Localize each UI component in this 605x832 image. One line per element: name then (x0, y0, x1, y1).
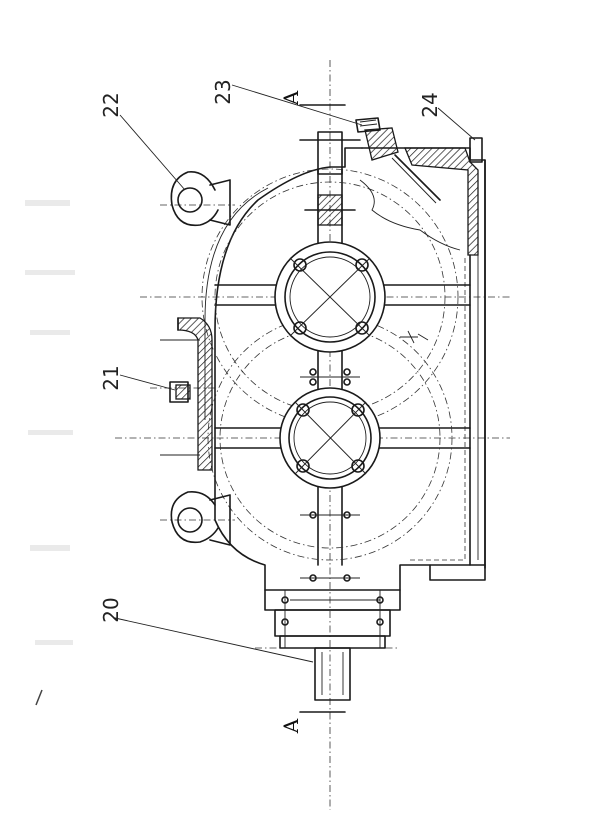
oil-level-symbol (400, 330, 429, 344)
lifting-eye-lower (170, 490, 231, 546)
part-label-21: 21 (99, 365, 123, 390)
oil-fill-section (355, 117, 483, 256)
section-markers: A A (279, 90, 346, 734)
part-label-23: 23 (211, 79, 235, 104)
bearing-cover-upper (274, 241, 386, 353)
section-mark-bottom: A (279, 718, 303, 734)
lifting-eye-upper (170, 171, 231, 227)
bearing-cover-lower (279, 387, 381, 489)
section-mark-top: A (279, 90, 303, 106)
inspection-cover (160, 317, 213, 471)
scan-smudges (25, 200, 75, 706)
leader-lines (114, 84, 476, 663)
flange-bolts (299, 131, 361, 582)
part-labels: 20 21 22 23 24 (99, 79, 442, 622)
part-label-22: 22 (99, 92, 123, 117)
part-label-24: 24 (418, 92, 442, 117)
part-label-20: 20 (99, 597, 123, 622)
